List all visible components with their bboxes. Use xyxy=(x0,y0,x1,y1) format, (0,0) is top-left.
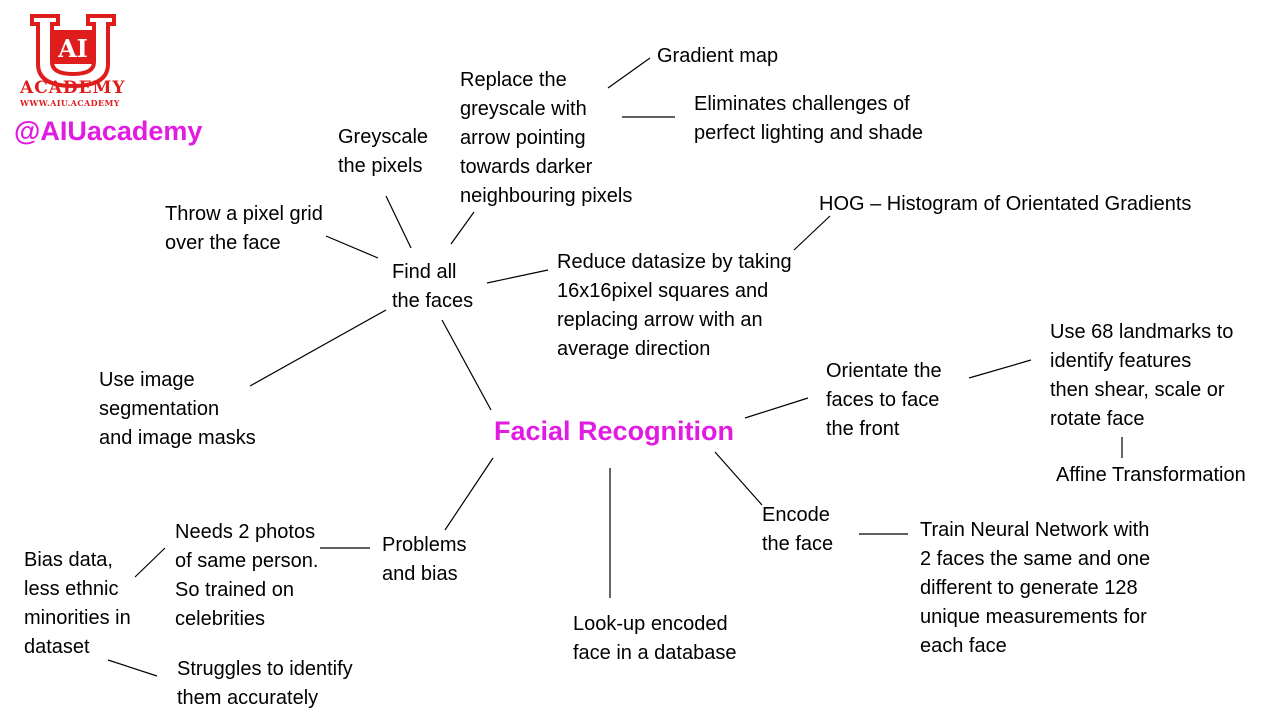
node-encode: Encode the face xyxy=(762,504,834,555)
node-bias-data: Bias data, less ethnic minorities in dat… xyxy=(24,549,131,658)
logo-url-text: WWW.AIU.ACADEMY xyxy=(20,98,120,108)
node-reduce-datasize: Reduce datasize by taking 16x16pixel squ… xyxy=(557,251,792,360)
node-segmentation: Use image segmentation and image masks xyxy=(99,369,256,449)
node-hog: HOG – Histogram of Orientated Gradients xyxy=(819,193,1192,215)
node-pixel-grid: Throw a pixel grid over the face xyxy=(165,203,323,254)
node-lookup: Look-up encoded face in a database xyxy=(573,613,737,664)
svg-text:AI: AI xyxy=(57,34,88,63)
node-landmarks: Use 68 landmarks to identify features th… xyxy=(1050,321,1234,430)
node-struggles: Struggles to identify them accurately xyxy=(177,658,353,709)
node-greyscale: Greyscale the pixels xyxy=(338,126,429,177)
node-replace-greyscale: Replace the greyscale with arrow pointin… xyxy=(460,69,633,207)
node-orientate: Orientate the faces to face the front xyxy=(826,360,942,440)
aiu-academy-logo: AI xyxy=(30,14,116,89)
node-lighting: Eliminates challenges of perfect lightin… xyxy=(694,93,924,144)
node-gradient-map: Gradient map xyxy=(657,45,779,67)
diagram-title: Facial Recognition xyxy=(494,416,735,446)
logo-academy-text: ACADEMY xyxy=(20,78,126,98)
social-handle: @AIUacademy xyxy=(14,116,203,146)
node-find-faces: Find all the faces xyxy=(392,261,474,312)
node-problems: Problems and bias xyxy=(382,534,467,585)
node-affine: Affine Transformation xyxy=(1056,464,1246,486)
node-needs-photos: Needs 2 photos of same person. So traine… xyxy=(175,521,319,630)
node-train-network: Train Neural Network with 2 faces the sa… xyxy=(920,519,1151,657)
